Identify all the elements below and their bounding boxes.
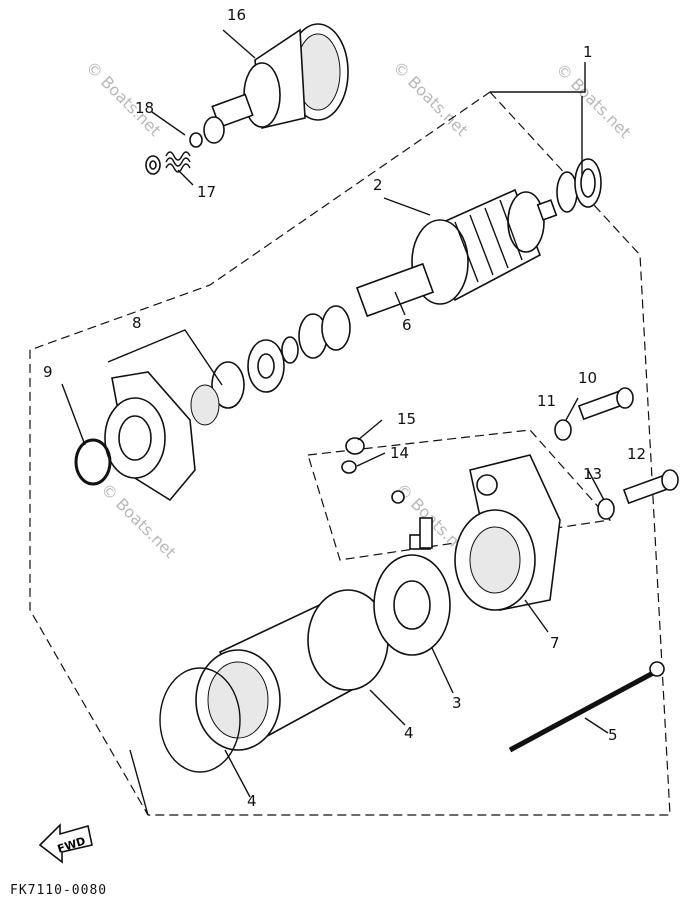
- terminal-post: [419, 517, 433, 549]
- callout-12: 12: [627, 445, 646, 463]
- front-cover: [104, 371, 220, 502]
- shim-washers: [211, 158, 602, 409]
- callout-4: 4: [247, 792, 257, 810]
- leader-lines: [61, 29, 609, 816]
- callout-3: 3: [452, 694, 462, 712]
- fwd-arrow-icon: FWD: [38, 823, 93, 864]
- armature-part-2: [355, 188, 558, 318]
- brush-holder-part-3: [373, 534, 451, 656]
- washer-part-11: [554, 419, 572, 441]
- callout-4: 4: [404, 724, 414, 742]
- callout-13: 13: [583, 465, 602, 483]
- callout-14: 14: [390, 444, 409, 462]
- yoke-housing: [195, 589, 389, 751]
- callout-16: 16: [227, 6, 246, 24]
- callout-8: 8: [132, 314, 142, 332]
- callout-5: 5: [608, 726, 618, 744]
- watermark: © Boats.net: [389, 57, 471, 139]
- callout-17: 17: [197, 183, 216, 201]
- o-ring-part-9: [74, 438, 112, 486]
- spring-part-17: [165, 151, 191, 173]
- washer-part-18: [145, 155, 161, 175]
- washer-part-14: [341, 460, 357, 474]
- callout-15: 15: [397, 410, 416, 428]
- callout-18: 18: [135, 99, 154, 117]
- terminal-washer: [391, 490, 405, 504]
- callout-10: 10: [578, 369, 597, 387]
- rear-cover-part-7: [454, 454, 561, 611]
- callout-6: 6: [402, 316, 412, 334]
- callout-2: 2: [373, 176, 383, 194]
- bolt-part-10: [577, 387, 634, 421]
- assembly-outline: [29, 91, 671, 816]
- callout-11: 11: [537, 392, 556, 410]
- bolt-part-12: [622, 469, 679, 505]
- callout-9: 9: [43, 363, 53, 381]
- washer-part-13: [597, 498, 615, 520]
- gasket-part-4: [159, 667, 241, 773]
- drive-clutch-part-16: [189, 23, 349, 148]
- nut-part-15: [345, 437, 365, 455]
- through-bolt-part-5: [508, 661, 665, 753]
- drawing-code: FK7110-0080: [10, 883, 108, 898]
- watermark: © Boats.net: [552, 59, 634, 141]
- hardware-group-outline: [307, 429, 612, 561]
- callout-7: 7: [550, 634, 560, 652]
- callout-1: 1: [583, 43, 593, 61]
